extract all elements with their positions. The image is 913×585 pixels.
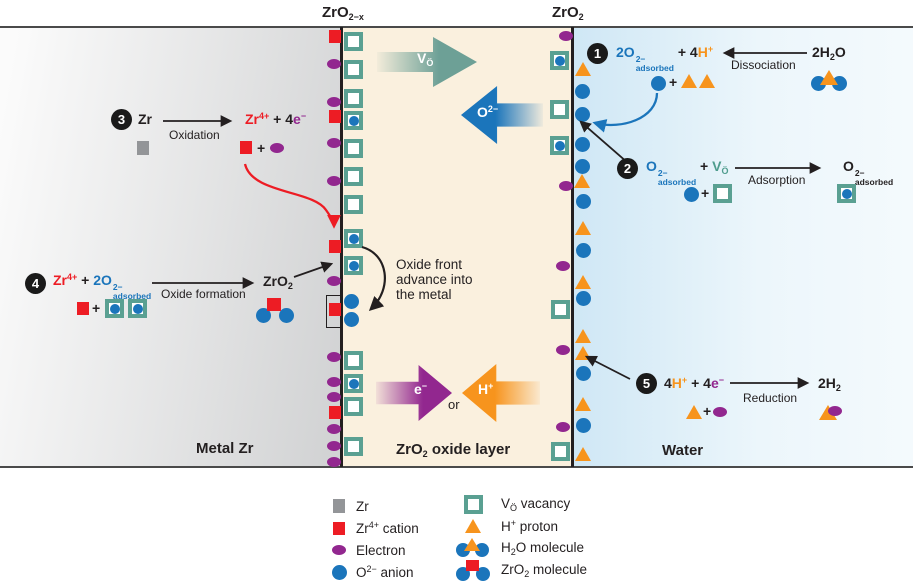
- electron-icon: [270, 143, 284, 153]
- bottom-boundary-line: [0, 466, 913, 468]
- proton-icon: [465, 519, 481, 533]
- oxygen-flux-label: O2−: [477, 104, 499, 120]
- step-4-badge: 4: [25, 273, 46, 294]
- legend-label: O2− anion: [356, 564, 414, 580]
- r3-process-label: Oxidation: [169, 128, 220, 142]
- legend-item-h2o-molecule: H2O molecule: [453, 538, 587, 558]
- legend-item-zr: Zr: [330, 498, 419, 514]
- legend-label: Zr: [356, 498, 369, 514]
- plus-sign: +: [703, 403, 712, 419]
- water-region-label: Water: [662, 442, 704, 459]
- adsorbed-o2-in-vacancy-icon: [837, 184, 856, 203]
- vacancy-icon: [463, 494, 483, 514]
- electron-icon: [713, 407, 727, 417]
- proton-flux-label: H+: [478, 381, 494, 397]
- legend-label: ZrO2 molecule: [501, 561, 588, 579]
- or-label: or: [448, 397, 460, 412]
- r3-products: Zr4+ + 4e−: [245, 111, 307, 127]
- zr4-cation-icon: [240, 141, 252, 154]
- r5-process-label: Reduction: [743, 391, 798, 405]
- r4-process-label: Oxide formation: [161, 287, 246, 301]
- legend-item-zr4-cation: Zr4+ cation: [330, 520, 419, 536]
- h2-molecule-icon: [819, 403, 845, 421]
- r3-reactant: Zr: [138, 111, 152, 127]
- adsorbed-o2-in-vacancy-icon: [128, 299, 147, 318]
- plus-sign: +: [669, 74, 678, 90]
- legend-column-2: VÖ vacancy H+ proton H2O molecule ZrO2 m…: [453, 494, 588, 581]
- step-3-badge: 3: [111, 109, 132, 130]
- legend-label: H2O molecule: [501, 539, 585, 557]
- plus-sign: +: [701, 185, 710, 201]
- legend-label: H+ proton: [501, 518, 559, 534]
- legend-label: VÖ vacancy: [501, 495, 571, 513]
- electron-icon: [332, 545, 346, 555]
- proton-icon: [686, 405, 702, 419]
- legend-label: Zr4+ cation: [356, 520, 419, 536]
- r5-product: 2H2: [818, 375, 841, 393]
- zr-atom-icon: [137, 141, 149, 155]
- zr4-cation-icon: [333, 521, 345, 535]
- top-boundary-line: [0, 26, 913, 28]
- metal-oxide-interface-line: [340, 27, 343, 467]
- plus-sign: +: [92, 300, 101, 316]
- zro2-molecule-icon: [256, 298, 296, 324]
- plus-sign: +: [257, 140, 266, 156]
- o2-anion-icon: [684, 187, 699, 202]
- zro2-interface-title: ZrO2: [552, 4, 584, 22]
- r1-source: 2H2O: [812, 44, 846, 62]
- h2o-molecule-icon: [456, 538, 490, 558]
- oxide-front-annotation: Oxide front advance into the metal: [396, 257, 473, 302]
- step-5-badge: 5: [636, 373, 657, 394]
- legend-item-zro2-molecule: ZrO2 molecule: [453, 560, 588, 581]
- zr-atom-icon: [333, 499, 345, 513]
- electron-flux-label: e−: [414, 381, 428, 397]
- legend-label: Electron: [356, 542, 406, 558]
- vacancy-flux-label: VÖ: [417, 50, 434, 68]
- proton-icon: [681, 74, 697, 88]
- r1-process-label: Dissociation: [731, 58, 796, 72]
- legend-item-vacancy: VÖ vacancy: [453, 494, 587, 514]
- vacancy-icon: [713, 184, 732, 203]
- legend-item-o2-anion: O2− anion: [330, 564, 419, 580]
- legend-column-1: Zr Zr4+ cation Electron O2− anion: [330, 498, 419, 580]
- step-2-badge: 2: [617, 158, 638, 179]
- zro2-molecule-icon: [456, 560, 490, 581]
- step-1-badge: 1: [587, 43, 608, 64]
- r2-process-label: Adsorption: [748, 173, 806, 187]
- proton-icon: [699, 74, 715, 88]
- oxide-region-label: ZrO2 oxide layer: [396, 441, 511, 459]
- legend-item-electron: Electron: [330, 542, 419, 558]
- zr4-cation-icon: [77, 302, 89, 315]
- r5-reactants: 4H+ + 4e−: [664, 375, 724, 391]
- h2o-molecule-icon: [811, 70, 847, 91]
- o2-anion-icon: [651, 76, 666, 91]
- adsorbed-o2-in-vacancy-icon: [105, 299, 124, 318]
- zro2-x-interface-title: ZrO2−x: [322, 4, 364, 22]
- metal-region: [0, 27, 341, 467]
- o2-anion-icon: [331, 564, 347, 580]
- legend-item-proton: H+ proton: [453, 518, 587, 534]
- r4-product: ZrO2: [263, 273, 293, 291]
- metal-region-label: Metal Zr: [196, 440, 254, 457]
- oxide-water-interface-line: [571, 27, 574, 467]
